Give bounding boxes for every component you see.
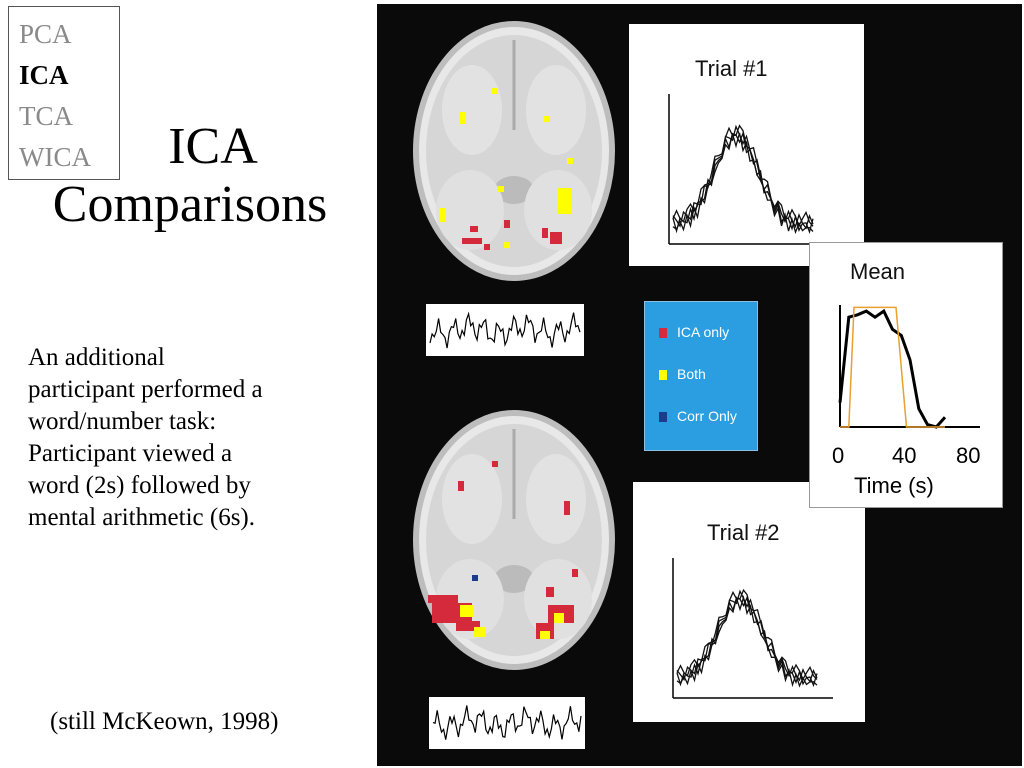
body-line: mental arithmetic (6s). [28,504,256,531]
body-line: An additional [28,344,165,371]
citation: (still McKeown, 1998) [50,708,279,735]
brain-slice-bottom [413,410,615,670]
legend-label: Both [677,366,706,382]
trial-1-title: Trial #1 [695,56,768,81]
x-axis-label: Time (s) [854,473,934,498]
activation-both [440,88,573,248]
mean-panel: Mean 0 40 80 Time (s) [809,242,1003,508]
mean-response-line [838,308,947,429]
trial-2-plot [672,558,833,699]
trial-trace [672,124,814,230]
trial-trace [676,595,818,688]
body-line: Participant viewed a [28,440,233,467]
nav-item-ica[interactable]: ICA [19,60,69,90]
x-tick-label: 0 [832,443,845,468]
trial-trace [672,131,814,235]
body-line: word/number task: [28,408,217,435]
method-nav-box: PCA ICA TCA WICA [8,6,120,180]
trial-1-plot [668,94,829,245]
legend-label: Corr Only [677,408,737,424]
legend-swatch [659,412,667,422]
body-line: participant performed a [28,376,263,403]
trial-2-title: Trial #2 [707,520,780,545]
legend-swatch [659,370,667,380]
trial-trace [676,589,818,683]
trial-trace [676,595,818,688]
nav-item-tca[interactable]: TCA [19,101,73,131]
trial-trace [672,132,814,235]
trial-2-panel: Trial #2 [633,482,865,722]
slide-title: ICA Comparisons [0,118,380,234]
reference-boxcar-line [840,306,945,428]
mean-title: Mean [850,259,906,284]
nav-item-wica[interactable]: WICA [19,142,91,172]
time-course-top [426,304,584,356]
legend-label: ICA only [677,324,730,340]
activation-corr-only [472,575,478,581]
activation-both [460,605,564,639]
legend-ica-only: ICA only [659,324,729,340]
x-tick-label: 40 [892,443,917,468]
time-course-top-trace [429,311,581,349]
legend-swatch [659,328,667,338]
slide-title-line1: ICA [168,118,258,175]
time-course-bottom [429,697,585,749]
figure-panel: Trial #1 Trial #2 ICA only Both Corr Onl… [377,4,1022,766]
legend-corr-only: Corr Only [659,408,737,424]
slide-title-line2: Comparisons [52,176,328,233]
legend-both: Both [659,366,706,382]
body-line: word (2s) followed by [28,472,251,499]
time-course-bottom-trace [432,705,582,740]
mean-plot [838,305,980,429]
component-trace [432,705,582,740]
nav-item-pca[interactable]: PCA [19,19,72,49]
legend: ICA only Both Corr Only [644,301,758,451]
slide-body: An additional participant performed a wo… [28,342,368,534]
trial-1-panel: Trial #1 [629,24,864,266]
activation-ica-only [462,220,562,250]
x-tick-label: 80 [956,443,981,468]
component-trace [429,311,581,349]
brain-slice-top [413,21,615,281]
